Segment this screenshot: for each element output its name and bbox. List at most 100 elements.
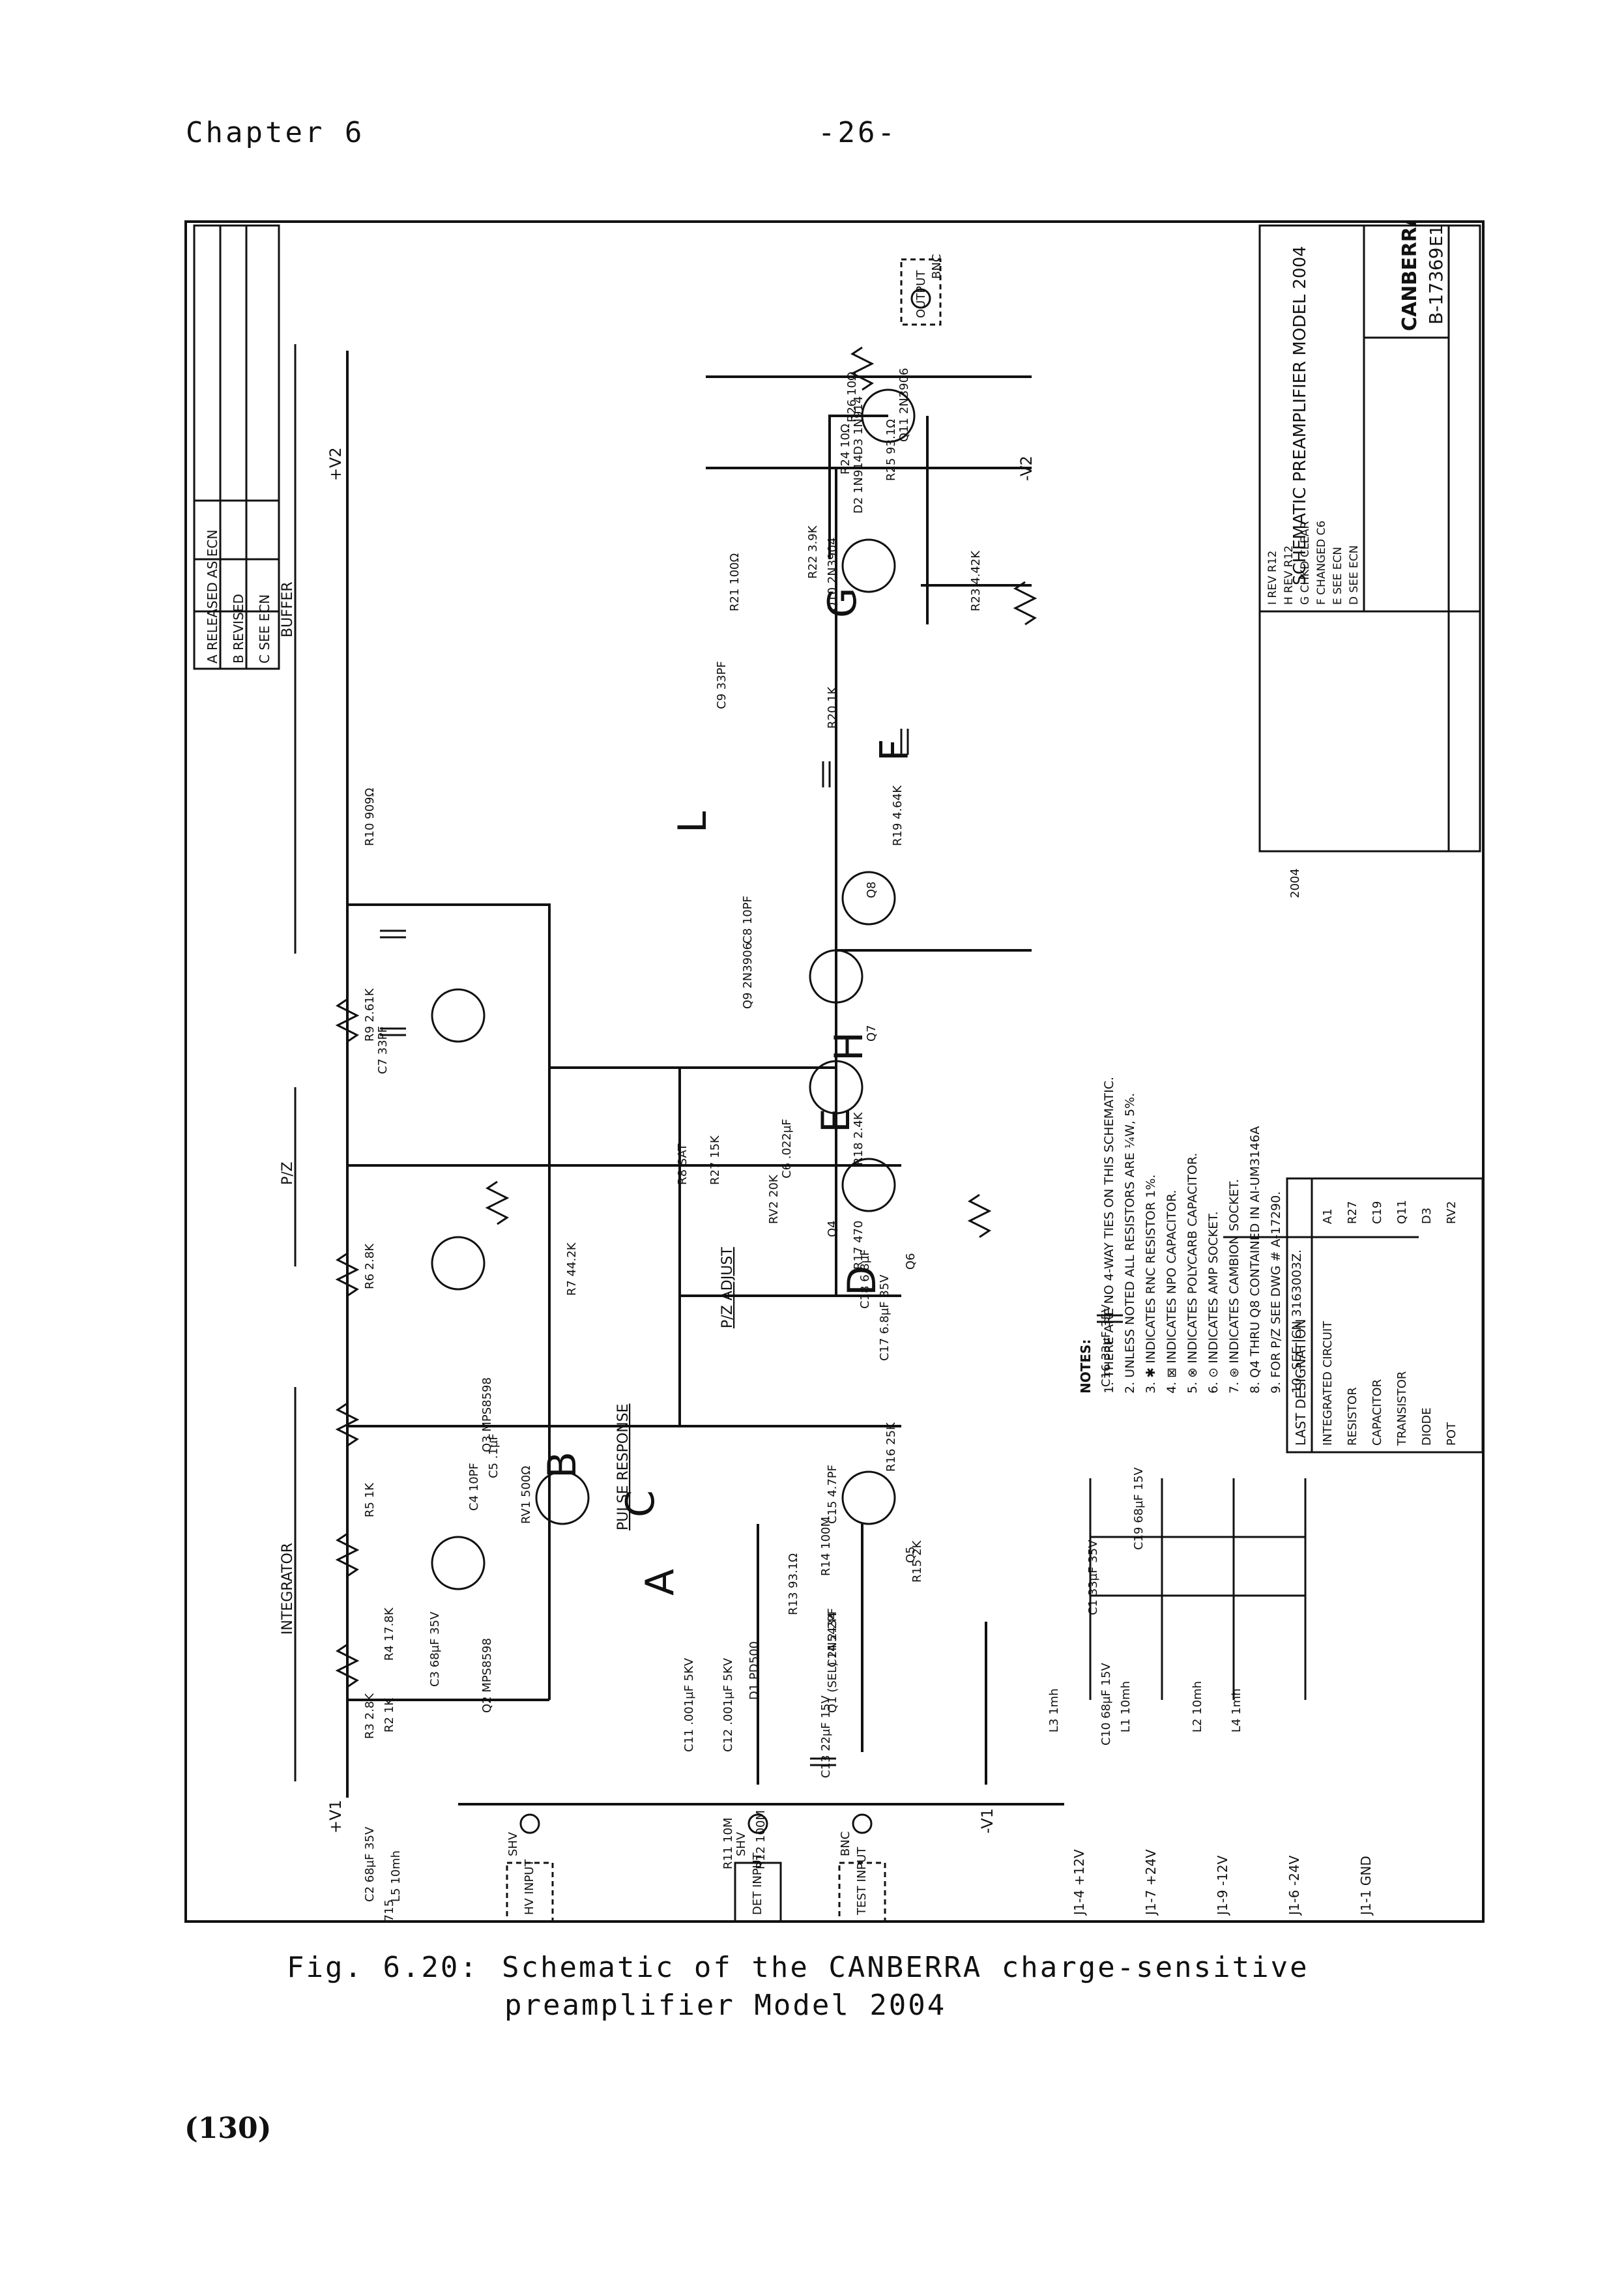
component-r6: R6 2.8K [363, 1243, 377, 1289]
note-6: 6. ⊙ INDICATES AMP SOCKET. [1206, 1211, 1221, 1394]
figure-caption: Fig. 6.20: Schematic of the CANBERRA char… [287, 1949, 1309, 2025]
rev-top-a: A RELEASED AS ECN [205, 530, 220, 664]
pulse-response-label: PULSE RESPONSE [615, 1403, 631, 1530]
component-c15: C15 4.7PF [826, 1465, 839, 1524]
component-q3: Q3 MPS8598 [480, 1377, 494, 1452]
component-c14: C14 2.2PF [826, 1608, 839, 1667]
capacitors [380, 729, 1123, 1766]
ld-type-3: TRANSISTOR [1395, 1371, 1409, 1446]
section-labels: INTEGRATOR P/Z BUFFER [280, 344, 297, 1781]
ld-type-4: DIODE [1420, 1407, 1434, 1446]
component-l1: L1 10mh [1119, 1681, 1133, 1732]
test-point-l: L [670, 811, 716, 833]
pz-adjust-label: P/Z ADJUST [719, 1247, 736, 1328]
rev-side-5: D SEE ECN [1348, 546, 1361, 606]
rev-side-3: F CHANGED C6 [1315, 521, 1328, 605]
revision-block-top: A RELEASED AS ECN B REVISED C SEE ECN [193, 224, 280, 670]
rev-top-c: C SEE ECN [257, 594, 272, 664]
output-connector-type: BNC [930, 254, 944, 279]
test-input-label: TEST INPUT [855, 1847, 869, 1916]
component-q10: Q10 2N3904 [826, 537, 839, 611]
component-c12: C12 .001µF 5KV [721, 1658, 735, 1752]
connectors [519, 288, 931, 1834]
component-c9: C9 33PF [715, 661, 729, 709]
component-c2: C2 68µF 35V [363, 1826, 377, 1902]
input-labels: HV INPUT DET INPUT TEST INPUT OUTPUT SHV… [506, 254, 944, 1923]
component-r9: R9 2.61K [363, 987, 377, 1042]
component-r12: R12 100M [754, 1810, 768, 1869]
test-point-b: B [540, 1452, 585, 1478]
note-4: 4. ⊠ INDICATES NPO CAPACITOR. [1165, 1190, 1179, 1394]
transistors [431, 388, 916, 1590]
ld-value-3: Q11 [1395, 1200, 1409, 1224]
component-r17: R17 470 [852, 1221, 865, 1270]
rail-plus-v2: +V2 [326, 447, 345, 481]
test-point-a: A [637, 1569, 683, 1596]
dwg-number: B-17369 [1425, 248, 1447, 325]
test-point-h: H [826, 1032, 872, 1061]
hv-input-label: HV INPUT [523, 1859, 536, 1915]
det-input-label: DET INPUT [751, 1852, 764, 1915]
chapter-header: Chapter 6 [186, 116, 365, 149]
component-q4: Q4 [826, 1220, 839, 1237]
component-c19: C19 68µF 15V [1132, 1467, 1146, 1550]
figure-border [184, 220, 1485, 1923]
caption-line1: Schematic of the CANBERRA charge-sensiti… [502, 1951, 1309, 1984]
component-q11: Q11 2N3906 [897, 368, 911, 442]
note-9: 9. FOR P/Z SEE DWG # A-17290. [1269, 1191, 1283, 1394]
power-pin-3: J1-6 -24V [1286, 1855, 1302, 1916]
component-r15: R15 2K [910, 1540, 924, 1583]
caption-label: Fig. 6.20: [287, 1951, 479, 1984]
title-block: CANBERRA B-17369 E1 SCHEMATIC PREAMPLIFI… [1258, 220, 1481, 853]
component-c1: C1 33µF 35V [1086, 1540, 1100, 1615]
component-d2: D2 1N914 [852, 455, 865, 514]
component-q7: Q7 [865, 1025, 878, 1042]
dwg-rev: E1 [1427, 225, 1447, 246]
rev-side-1: H REV R12 [1283, 546, 1296, 605]
page-footer-number: (130) [184, 2112, 272, 2145]
component-r16: R16 25K [884, 1422, 898, 1472]
component-r25: R25 93.1Ω [884, 419, 898, 481]
section-integrator: INTEGRATOR [280, 1543, 296, 1635]
rail-minus-v1: -V1 [978, 1808, 996, 1834]
resistors [335, 346, 1037, 1688]
component-r5: R5 1K [363, 1482, 377, 1517]
component-r13: R13 93.1Ω [787, 1553, 800, 1615]
power-filter-section [1089, 1478, 1307, 1700]
component-l3: L3 1mh [1047, 1688, 1061, 1732]
notes-list: 1. THERE ARE NO 4-WAY TIES ON THIS SCHEM… [1102, 1077, 1304, 1394]
component-d3: D3 1N914 [852, 396, 865, 455]
component-r27: R27 15K [708, 1135, 722, 1185]
component-r2: R2 1K [383, 1697, 396, 1732]
ld-value-2: C19 [1370, 1201, 1384, 1224]
component-r8: R8 SAT [676, 1143, 689, 1185]
test-point-e: E [813, 1108, 859, 1133]
circuit-wiring [347, 375, 1064, 1805]
component-c16: C16 33µF 35V [1099, 1304, 1113, 1387]
component-r10: R10 909Ω [363, 788, 377, 846]
component-l5: L5 10mh [389, 1850, 403, 1902]
rev-side-0: I REV R12 [1266, 551, 1279, 605]
component-r21: R21 100Ω [728, 553, 742, 611]
rail-plus-v1: +V1 [326, 1800, 345, 1834]
note-10: 10. SEE ICN 3163003Z. [1290, 1250, 1304, 1394]
ld-value-0: A1 [1321, 1208, 1335, 1224]
test-point-g: G [820, 588, 865, 619]
section-pz: P/Z [280, 1162, 296, 1185]
component-c5: C5 .1µF [487, 1433, 500, 1478]
schematic-figure: A RELEASED AS ECN B REVISED C SEE ECN IN… [184, 220, 1485, 1923]
component-rv2: RV2 20K [767, 1174, 781, 1224]
ld-type-5: POT [1445, 1422, 1458, 1446]
power-pin-4: J1-1 GND [1358, 1856, 1374, 1916]
ld-value-4: D3 [1420, 1208, 1434, 1224]
component-q1: Q1 (SEL) 2N5434 [826, 1612, 839, 1713]
power-pin-1: J1-7 +24V [1143, 1849, 1159, 1916]
component-r7: R7 44.2K [565, 1242, 579, 1296]
note-2: 2. UNLESS NOTED ALL RESISTORS ARE ¼W, 5%… [1123, 1093, 1137, 1394]
last-designation-title: LAST DESIGNATION [1293, 1319, 1309, 1446]
note-7: 7. ⊛ INDICATES CAMBION SOCKET. [1227, 1179, 1241, 1394]
component-l2: L2 10mh [1191, 1681, 1204, 1732]
caption-line2: preamplifier Model 2004 [504, 1989, 947, 2022]
